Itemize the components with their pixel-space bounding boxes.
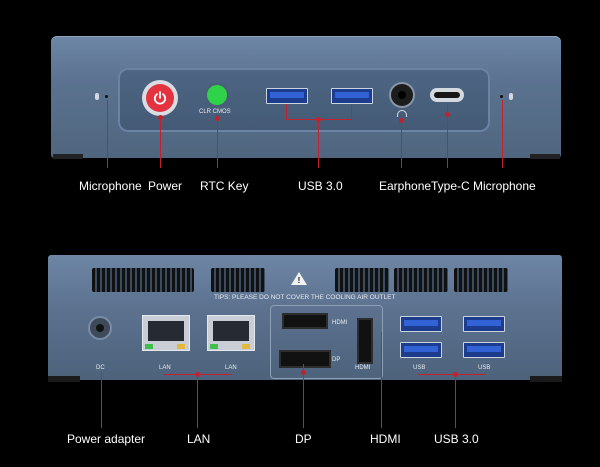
rear-usb-port-3 <box>463 316 505 332</box>
label-rtc-key: RTC Key <box>200 179 249 193</box>
rear-usb-port-2 <box>400 342 442 358</box>
power-button[interactable] <box>146 84 174 112</box>
callout-line <box>160 117 161 168</box>
label-type-c: Type-C <box>431 179 470 193</box>
callout-line <box>217 118 218 168</box>
type-c-port <box>430 88 464 102</box>
callout-line <box>101 372 102 428</box>
warning-icon <box>291 272 307 285</box>
front-usb-port-2 <box>331 88 373 104</box>
front-usb-port-1 <box>266 88 308 104</box>
lan-port-2 <box>207 315 255 351</box>
label-usb-3: USB 3.0 <box>298 179 343 193</box>
callout-line <box>107 100 108 168</box>
callout-line <box>303 364 304 428</box>
callout-dot <box>399 118 404 123</box>
callout-line <box>502 100 503 168</box>
cooling-vent <box>335 268 389 292</box>
microphone-icon <box>509 93 513 100</box>
lan-label-1: LAN <box>159 365 171 371</box>
display-ports-group <box>270 305 383 379</box>
clear-cmos-button[interactable] <box>207 85 227 105</box>
warning-symbol: ! <box>297 276 301 285</box>
callout-dot <box>158 115 163 120</box>
label-usb-3-rear: USB 3.0 <box>434 432 479 446</box>
earphone-jack <box>391 84 413 106</box>
rear-foot-right <box>530 376 562 382</box>
callout-line <box>197 374 198 428</box>
power-icon <box>153 91 167 105</box>
clear-cmos-label: CLR CMOS <box>199 109 231 115</box>
callout-dot <box>195 372 200 377</box>
microphone-hole-right <box>500 95 503 98</box>
dc-power-jack <box>90 318 110 338</box>
label-earphone: Earphone <box>379 179 432 193</box>
dp-port <box>279 350 331 368</box>
usb-label-1: USB <box>413 365 426 371</box>
label-power-adapter: Power adapter <box>67 432 146 446</box>
callout-line <box>286 104 287 120</box>
callout-dot <box>316 117 321 122</box>
label-dp: DP <box>295 432 312 446</box>
callout-dot <box>215 116 220 121</box>
callout-line <box>351 104 352 120</box>
rear-foot-left <box>48 376 80 382</box>
hdmi-port-2 <box>357 318 373 364</box>
rear-usb-port-1 <box>400 316 442 332</box>
label-hdmi: HDMI <box>370 432 401 446</box>
callout-line <box>318 119 319 168</box>
label-power: Power <box>148 179 183 193</box>
microphone-icon <box>95 93 99 100</box>
hdmi-label-2: HDMI <box>355 365 371 371</box>
rear-usb-port-4 <box>463 342 505 358</box>
front-foot-right <box>530 154 560 159</box>
callout-dot <box>445 112 450 117</box>
headphone-icon <box>397 110 407 117</box>
cooling-tips-text: TIPS: PLEASE DO NOT COVER THE COOLING AI… <box>214 294 396 301</box>
label-microphone-right: Microphone <box>473 179 536 193</box>
lan-label-2: LAN <box>225 365 237 371</box>
hdmi-port-1 <box>282 313 328 329</box>
callout-line <box>418 374 486 375</box>
callout-line <box>455 374 456 428</box>
cooling-vent <box>394 268 448 292</box>
label-lan: LAN <box>187 432 211 446</box>
callout-line <box>447 104 448 168</box>
callout-dot <box>453 372 458 377</box>
dc-label: DC <box>96 365 105 371</box>
lan-port-1 <box>142 315 190 351</box>
usb-label-2: USB <box>478 365 491 371</box>
hdmi-label-1: HDMI <box>332 320 348 326</box>
cooling-vent <box>211 268 265 292</box>
cooling-vent <box>454 268 508 292</box>
front-foot-left <box>53 154 83 159</box>
cooling-vent <box>92 268 194 292</box>
callout-dot <box>301 370 306 375</box>
microphone-hole-left <box>105 95 108 98</box>
callout-line <box>381 332 382 428</box>
dp-label: DP <box>332 357 341 363</box>
callout-line <box>401 120 402 168</box>
label-microphone-left: Microphone <box>79 179 142 193</box>
